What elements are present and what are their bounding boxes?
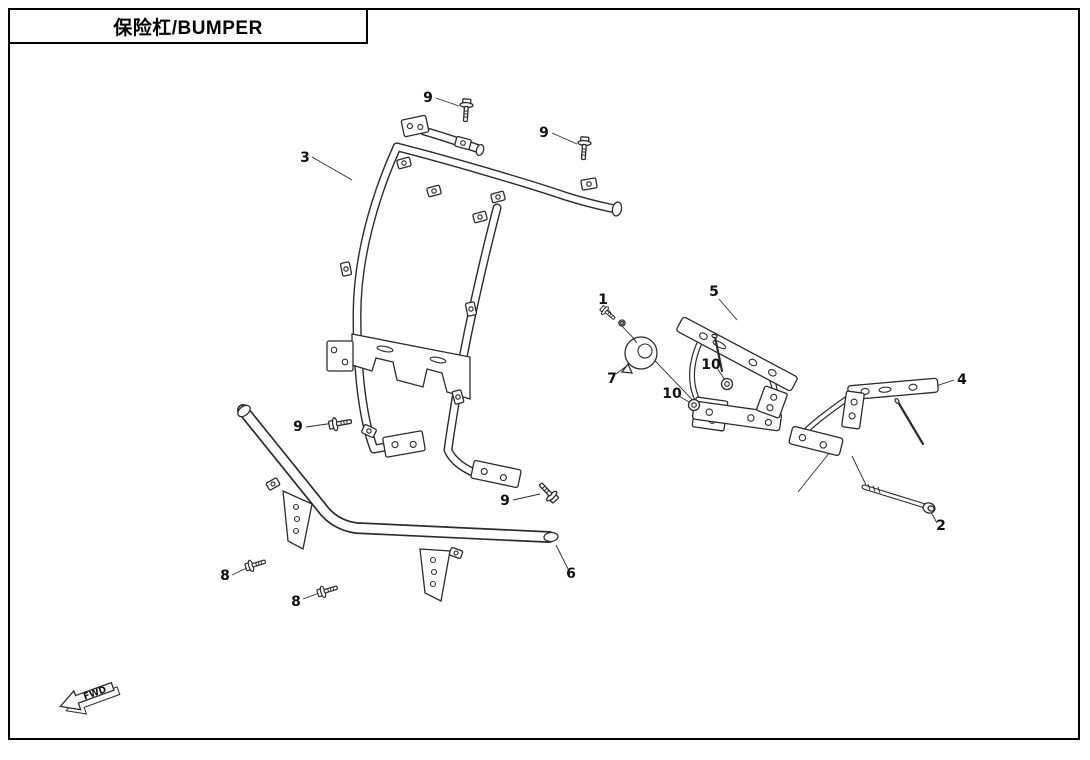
frame-top-bracket <box>400 114 430 138</box>
title-box: 保险杠/BUMPER <box>8 8 368 44</box>
bolt-part8-mid <box>315 581 340 600</box>
washer-part10-lower <box>687 398 701 412</box>
frame-tabs <box>339 135 598 438</box>
page-border <box>8 8 1080 740</box>
main-frame-part3 <box>326 114 623 489</box>
callout-10-washer-a: 10 <box>701 357 721 373</box>
leader-lines <box>231 97 955 600</box>
callout-7-plate: 7 <box>607 371 617 387</box>
bolt-part2 <box>861 483 936 514</box>
callout-9-bolt-bottom: 9 <box>500 493 510 509</box>
bolt-part9-top-left <box>458 97 475 123</box>
lower-bumper-part6 <box>237 404 559 602</box>
callout-1-screw: 1 <box>598 292 608 308</box>
bracket-part5 <box>617 316 798 432</box>
screw-part1 <box>597 303 626 327</box>
callout-8-bolt-a: 8 <box>220 568 230 584</box>
bracket-part4 <box>788 377 939 493</box>
callout-9-top-bolt-right: 9 <box>539 125 549 141</box>
callout-8-bolt-b: 8 <box>291 594 301 610</box>
fwd-arrow: FWD <box>59 681 121 715</box>
bolt-part9-mid-left <box>327 414 354 433</box>
callout-3-main-frame: 3 <box>300 150 310 166</box>
bolt-part8-left <box>243 555 268 574</box>
callout-4-bracket: 4 <box>957 372 967 388</box>
callout-2-bolt: 2 <box>936 518 946 534</box>
bolt-part9-bottom <box>535 478 562 506</box>
frame-left-mount <box>326 340 354 372</box>
callout-6-lower-tube: 6 <box>566 566 576 582</box>
callout-9-bolt-left: 9 <box>293 419 303 435</box>
callout-9-top-bolt-left: 9 <box>423 90 433 106</box>
frame-bottom-left-bracket <box>382 430 426 458</box>
callout-10-washer-b: 10 <box>662 386 682 402</box>
page-title: 保险杠/BUMPER <box>113 17 263 39</box>
callout-5-bracket: 5 <box>709 284 719 300</box>
frame-bottom-right-bracket <box>470 459 522 489</box>
disc-part7 <box>620 336 658 374</box>
bolt-part9-top-right <box>576 135 593 161</box>
washer-part10-upper <box>720 377 734 391</box>
